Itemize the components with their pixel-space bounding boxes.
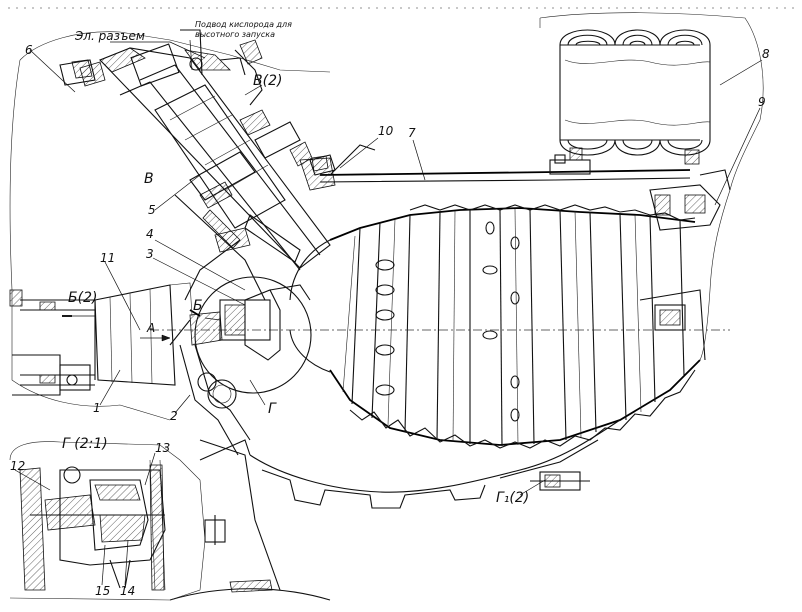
part-number-8: 8 — [762, 47, 770, 61]
rear-mount-9 — [649, 169, 731, 331]
detail-view-g — [9, 441, 206, 601]
diffuser-inlet — [9, 282, 193, 396]
part-number-1: 1 — [93, 401, 101, 415]
label-view-b: Б — [193, 298, 203, 314]
drawing-labels: Эл. разъем Подвод кислорода для высотног… — [10, 20, 770, 598]
part-number-3: 3 — [146, 247, 154, 261]
part-number-14: 14 — [120, 584, 135, 598]
part-number-6: 6 — [25, 43, 33, 57]
part-number-7: 7 — [408, 126, 416, 140]
label-detail-g: Г — [268, 401, 277, 417]
label-oxygen-supply-2: высотного запуска — [195, 30, 275, 39]
label-view-b2: Б(2) — [68, 290, 97, 306]
part-number-12: 12 — [10, 459, 25, 473]
label-detail-g-scale: Г (2:1) — [62, 436, 108, 452]
part-number-2: 2 — [170, 409, 178, 423]
label-el-connector: Эл. разъем — [74, 29, 145, 43]
detail-g1-fastener — [530, 471, 590, 491]
heat-exchanger-coil — [554, 29, 711, 165]
label-detail-g1: Г₁(2) — [496, 490, 529, 506]
lower-shell — [169, 439, 331, 601]
label-oxygen-supply-1: Подвод кислорода для — [195, 20, 292, 29]
casing-flange — [59, 57, 251, 301]
leader-lines — [14, 39, 763, 586]
label-view-v: В — [144, 171, 154, 187]
part-number-15: 15 — [95, 584, 110, 598]
swirler-head — [169, 276, 312, 456]
label-view-v2: В(2) — [253, 73, 282, 89]
part-number-9: 9 — [758, 95, 766, 109]
outer-casing-outline — [8, 7, 800, 421]
part-number-5: 5 — [148, 203, 156, 217]
part-number-10: 10 — [378, 124, 394, 138]
part-number-13: 13 — [155, 441, 170, 455]
part-number-4: 4 — [146, 227, 154, 241]
label-view-a: А — [146, 321, 155, 335]
part-number-11: 11 — [100, 251, 115, 265]
top-flange-10 — [309, 144, 591, 176]
